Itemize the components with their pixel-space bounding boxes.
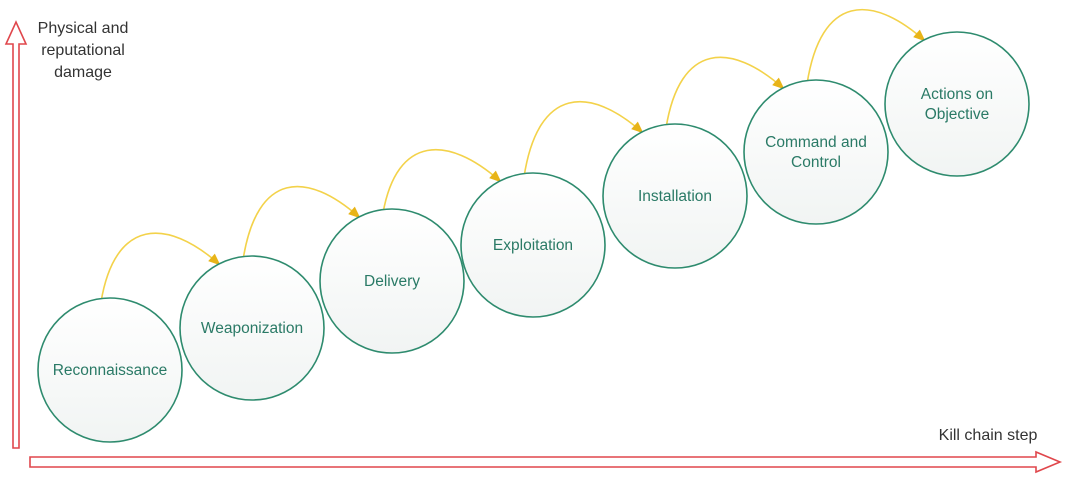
step-reconnaissance: Reconnaissance	[37, 297, 183, 443]
step-circle	[37, 297, 183, 443]
step-label: Weaponization	[201, 320, 303, 337]
connector-3	[382, 149, 501, 214]
x-axis-arrow	[29, 450, 1063, 474]
step-circle	[884, 31, 1030, 177]
step-circle	[602, 123, 748, 269]
step-weaponization: Weaponization	[179, 255, 325, 401]
step-label: Delivery	[364, 273, 420, 290]
axes	[4, 20, 1063, 474]
arrowhead-5	[772, 77, 785, 90]
step-label: Actions on	[921, 86, 993, 103]
step-label: Control	[791, 154, 841, 171]
connector-6	[806, 8, 925, 85]
step-label: Objective	[925, 106, 990, 123]
steps: Reconnaissance Weaponization Delivery Explo…	[37, 31, 1030, 443]
step-circle	[179, 255, 325, 401]
step-actions-on-objective: Actions on Objective	[884, 31, 1030, 177]
connectors	[100, 8, 926, 303]
arrowhead-2	[348, 206, 361, 219]
step-delivery: Delivery	[319, 208, 465, 354]
arrowhead-6	[913, 29, 926, 42]
arrowhead-4	[631, 121, 644, 134]
step-label: Exploitation	[493, 237, 573, 254]
connector-4	[523, 100, 643, 178]
connector-5	[665, 56, 784, 129]
step-label: Installation	[638, 188, 712, 205]
step-installation: Installation	[602, 123, 748, 269]
step-circle	[460, 172, 606, 318]
connector-2	[242, 185, 360, 261]
step-exploitation: Exploitation	[460, 172, 606, 318]
step-circle	[319, 208, 465, 354]
arrowhead-3	[489, 170, 502, 183]
y-axis-arrow	[4, 20, 28, 449]
x-axis-label: Kill chain step	[938, 427, 1038, 444]
step-label: Reconnaissance	[53, 362, 168, 379]
connector-1	[100, 232, 220, 303]
arrowhead-1	[208, 253, 221, 266]
y-axis-label: Physical and reputational damage	[37, 20, 129, 81]
step-circle	[743, 79, 889, 225]
step-label: Command and	[765, 134, 867, 151]
